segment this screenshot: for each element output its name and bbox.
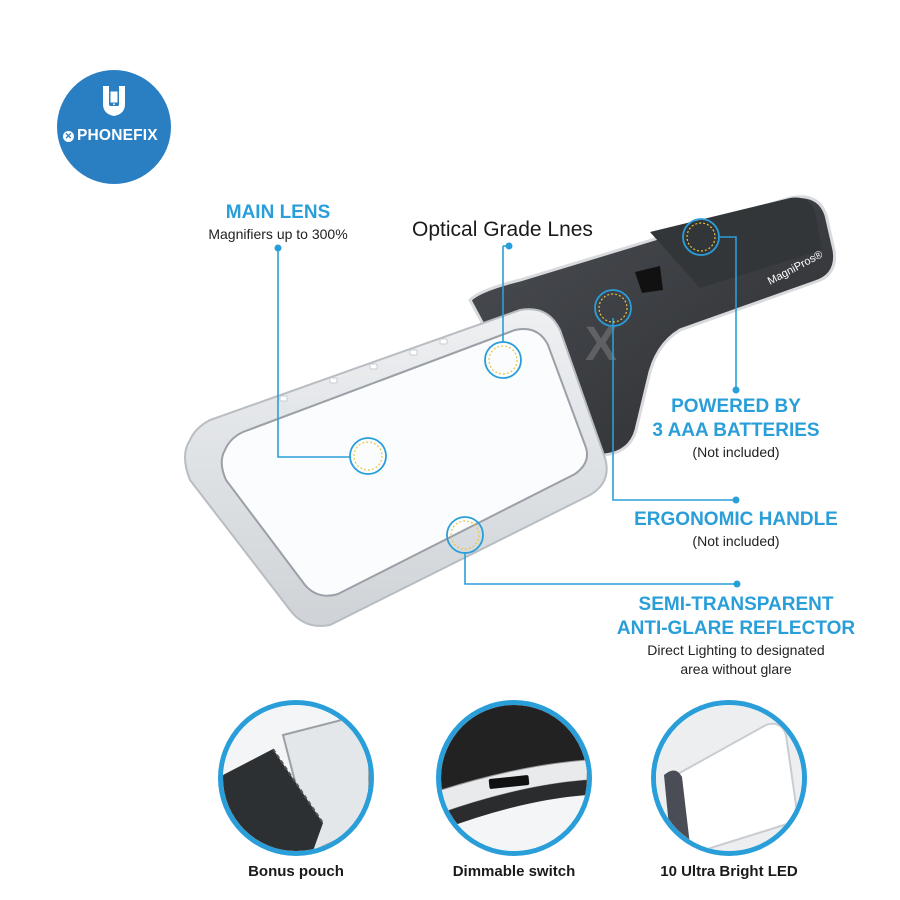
handle-subtitle: (Not included) xyxy=(692,533,780,549)
switch-photo-icon xyxy=(441,705,587,851)
handle-title: ERGONOMIC HANDLE xyxy=(634,509,838,530)
callout-ergonomic-handle: ERGONOMIC HANDLE (Not included) xyxy=(616,508,856,551)
powered-title-1: POWERED BY xyxy=(671,396,801,417)
callout-reflector: SEMI-TRANSPARENT ANTI-GLARE REFLECTOR Di… xyxy=(600,593,872,679)
led-strip xyxy=(279,338,448,402)
main-lens-subtitle: Magnifiers up to 300% xyxy=(208,226,348,242)
feature-pouch-image xyxy=(218,700,374,856)
feature-label-pouch: Bonus pouch xyxy=(248,863,344,880)
callout-dots xyxy=(274,242,741,588)
logo-wordmark: ✕ PHONEFIX xyxy=(63,127,167,145)
feature-switch-image xyxy=(436,700,592,856)
pouch-photo-icon xyxy=(223,705,369,851)
feature-led-image xyxy=(651,700,807,856)
powered-subtitle: (Not included) xyxy=(692,444,780,460)
wrench-phone-icon xyxy=(103,86,125,116)
marker-rings xyxy=(349,218,720,554)
x-icon: ✕ xyxy=(63,130,74,142)
feature-label-switch: Dimmable switch xyxy=(452,863,576,880)
magnifier-product-image: X MagniPros® xyxy=(184,195,837,627)
callout-main-lens: MAIN LENS Magnifiers up to 300% xyxy=(178,201,378,244)
feature-label-led: 10 Ultra Bright LED xyxy=(660,863,798,880)
powered-title-2: 3 AAA BATTERIES xyxy=(652,420,820,441)
reflector-subtitle-1: Direct Lighting to designated xyxy=(647,642,825,658)
callout-optical-grade: Optical Grade Lnes xyxy=(412,218,593,241)
callout-lines xyxy=(277,236,737,585)
reflector-title-2: ANTI-GLARE REFLECTOR xyxy=(616,618,856,639)
led-photo-icon xyxy=(656,705,802,851)
callout-powered-by: POWERED BY 3 AAA BATTERIES (Not included… xyxy=(636,395,836,462)
logo-text: PHONEFIX xyxy=(77,127,158,144)
reflector-title-1: SEMI-TRANSPARENT xyxy=(638,594,834,615)
phonefix-logo: ✕ PHONEFIX xyxy=(57,70,171,184)
main-lens-glass xyxy=(220,328,588,597)
reflector-subtitle-2: area without glare xyxy=(680,661,792,677)
main-lens-title: MAIN LENS xyxy=(225,202,331,223)
